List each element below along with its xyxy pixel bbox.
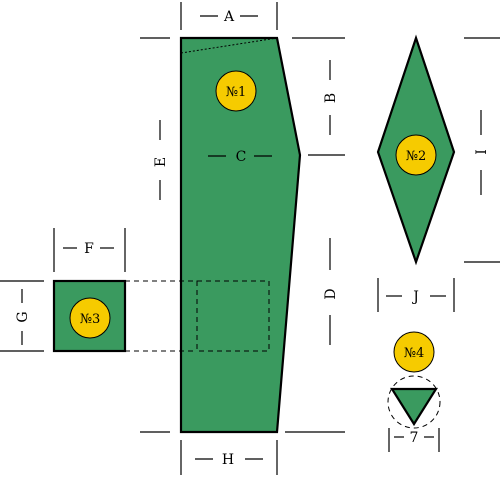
piece-4-badge (393, 331, 435, 373)
dim-g-label: G (15, 311, 31, 322)
piece-1-label: №1 (226, 85, 247, 100)
dim-i-label: I (474, 149, 490, 155)
dim-a-label: A (223, 9, 235, 25)
piece-4-label: №4 (404, 346, 425, 361)
piece-4-shape (390, 387, 438, 427)
piece-1-dotted-edge (180, 37, 278, 54)
piece-1-badge (215, 70, 257, 112)
dim-c-label: C (236, 149, 247, 165)
piece-2-label: №2 (406, 149, 427, 164)
overlay-rect (196, 280, 270, 352)
dim-e-label: E (153, 157, 169, 167)
piece-2-badge (395, 134, 437, 176)
dim-f-label: F (84, 241, 94, 257)
dim-j-label: J (411, 289, 419, 305)
dim-b-label: B (323, 93, 339, 103)
piece-1-shape (179, 36, 302, 434)
piece-3-label: №3 (80, 312, 101, 327)
dim-7-label: 7 (410, 430, 419, 446)
dim-d-label: D (323, 288, 339, 299)
piece-4-circumcircle (387, 375, 441, 429)
dim-h-label: H (222, 452, 234, 468)
piece-3-badge (69, 297, 111, 339)
